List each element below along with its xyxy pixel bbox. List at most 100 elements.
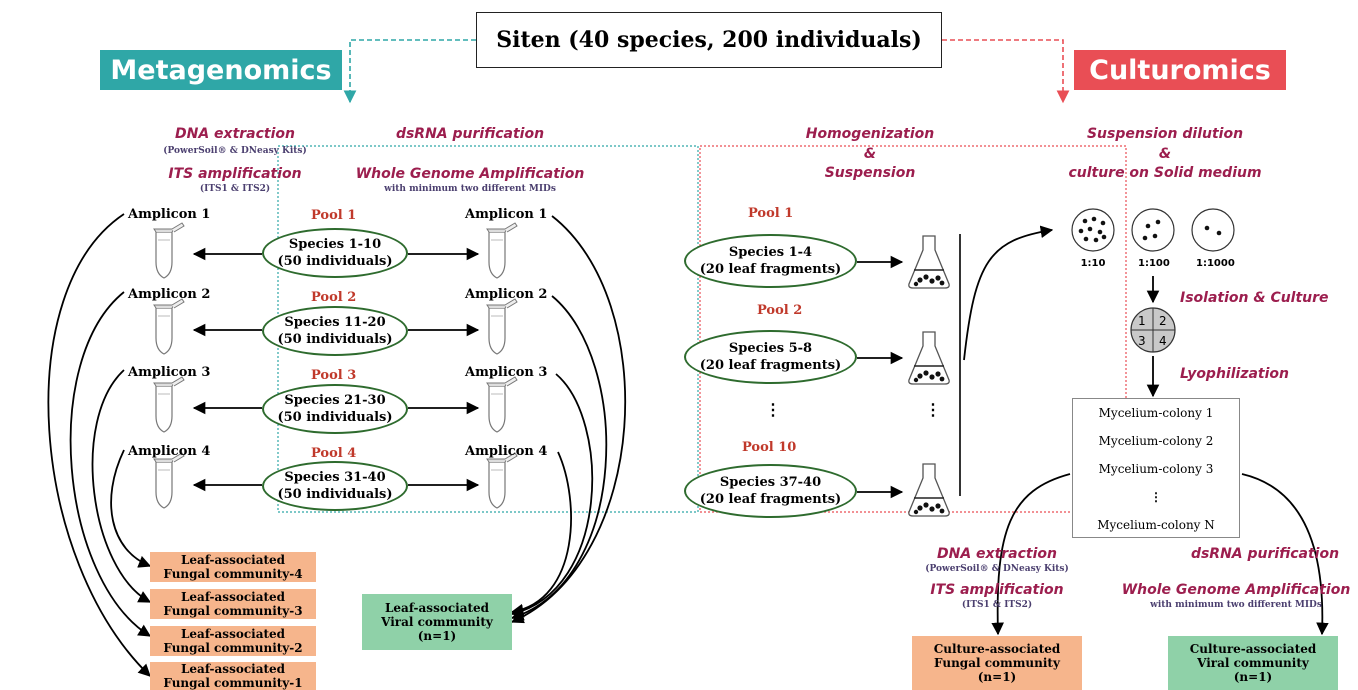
cult-pool-2: Species 5-8 (20 leaf fragments) bbox=[684, 330, 857, 384]
community-line-3: (n=1) bbox=[1233, 670, 1273, 684]
culture-solid-label: culture on Solid medium bbox=[1068, 165, 1262, 181]
meta-pool-label-1: Pool 1 bbox=[311, 208, 357, 223]
community-line-2: Fungal community-3 bbox=[163, 604, 303, 618]
left-amplicon-4: Amplicon 4 bbox=[128, 444, 211, 459]
left-amplicon-1: Amplicon 1 bbox=[128, 207, 211, 222]
community-line-3: (n=1) bbox=[417, 629, 457, 643]
meta-pool-label-2: Pool 2 bbox=[311, 290, 357, 305]
culture-viral-community: Culture-associated Viral community (n=1) bbox=[1168, 636, 1338, 690]
meta-pool-2: Species 11-20 (50 individuals) bbox=[262, 306, 408, 356]
cult-pool-count: (20 leaf fragments) bbox=[699, 358, 842, 373]
cult-wga-sub-label: with minimum two different MIDs bbox=[1150, 600, 1322, 610]
community-line-1: Leaf-associated bbox=[384, 601, 490, 615]
meta-pool-species: Species 11-20 bbox=[284, 315, 386, 330]
wga-sub-label: with minimum two different MIDs bbox=[384, 184, 556, 194]
quadrant-1: 1 bbox=[1138, 314, 1146, 328]
meta-pool-species: Species 1-10 bbox=[288, 237, 382, 252]
dna-extraction-label: DNA extraction bbox=[175, 126, 295, 142]
right-amplicon-4: Amplicon 4 bbox=[465, 444, 548, 459]
community-line-1: Leaf-associated bbox=[180, 590, 286, 604]
meta-pool-count: (50 individuals) bbox=[277, 332, 393, 347]
wga-label: Whole Genome Amplification bbox=[355, 166, 585, 182]
quadrant-4: 4 bbox=[1159, 334, 1167, 348]
colony-item-3: Mycelium-colony 3 bbox=[1098, 462, 1214, 476]
community-line-1: Leaf-associated bbox=[180, 553, 286, 567]
cult-pool-label-1: Pool 1 bbox=[748, 206, 794, 221]
right-amplicon-3: Amplicon 3 bbox=[465, 365, 548, 380]
meta-pool-count: (50 individuals) bbox=[277, 254, 393, 269]
community-line-1: Leaf-associated bbox=[180, 662, 286, 676]
community-line-2: Fungal community-1 bbox=[163, 676, 303, 690]
dilution-1-10: 1:10 bbox=[1080, 258, 1106, 269]
dsrna-purification-label: dsRNA purification bbox=[395, 126, 545, 142]
culturomics-label: Culturomics bbox=[1089, 54, 1271, 86]
dilution-1-100: 1:100 bbox=[1138, 258, 1170, 269]
lyophilization-label: Lyophilization bbox=[1180, 366, 1289, 382]
dna-kits-label: (PowerSoil® & DNeasy Kits) bbox=[163, 146, 307, 156]
homogenization-amp: & bbox=[863, 146, 877, 162]
meta-pool-4: Species 31-40 (50 individuals) bbox=[262, 461, 408, 511]
right-amplicon-1: Amplicon 1 bbox=[465, 207, 548, 222]
cult-pool-10: Species 37-40 (20 leaf fragments) bbox=[684, 464, 857, 518]
quadrant-3: 3 bbox=[1138, 334, 1146, 348]
cult-pool-1: Species 1-4 (20 leaf fragments) bbox=[684, 234, 857, 288]
suspension-label: Suspension bbox=[824, 165, 916, 181]
metagenomics-label: Metagenomics bbox=[110, 54, 332, 86]
colony-list: Mycelium-colony 1 Mycelium-colony 2 Myce… bbox=[1072, 398, 1240, 538]
colony-item-1: Mycelium-colony 1 bbox=[1098, 406, 1214, 420]
community-line-2: Fungal community bbox=[934, 656, 1060, 670]
meta-pool-3: Species 21-30 (50 individuals) bbox=[262, 384, 408, 434]
cult-pool-count: (20 leaf fragments) bbox=[699, 262, 842, 277]
suspension-dilution-label: Suspension dilution bbox=[1086, 126, 1244, 142]
its-amplification-label: ITS amplification bbox=[168, 166, 302, 182]
culture-fungal-community: Culture-associated Fungal community (n=1… bbox=[912, 636, 1082, 690]
quadrant-2: 2 bbox=[1159, 314, 1167, 328]
leaf-fungal-community-2: Leaf-associated Fungal community-2 bbox=[150, 626, 316, 656]
cult-pool-species: Species 5-8 bbox=[728, 341, 813, 356]
homogenization-label: Homogenization bbox=[805, 126, 935, 142]
meta-pool-1: Species 1-10 (50 individuals) bbox=[262, 228, 408, 278]
community-line-1: Culture-associated bbox=[933, 642, 1061, 656]
site-title-box: Siten (40 species, 200 individuals) bbox=[476, 12, 942, 68]
left-amplicon-2: Amplicon 2 bbox=[128, 287, 211, 302]
meta-pool-species: Species 31-40 bbox=[284, 470, 386, 485]
cult-dna-kits-label: (PowerSoil® & DNeasy Kits) bbox=[925, 564, 1069, 574]
colony-ellipsis: ⋮ bbox=[1150, 490, 1162, 504]
cult-its-regions-label: (ITS1 & ITS2) bbox=[961, 600, 1033, 610]
community-line-3: (n=1) bbox=[977, 670, 1017, 684]
flask-ellipsis: ⋮ bbox=[925, 400, 941, 419]
meta-pool-count: (50 individuals) bbox=[277, 410, 393, 425]
dilution-1-1000: 1:1000 bbox=[1196, 258, 1235, 269]
cult-pool-species: Species 1-4 bbox=[728, 245, 813, 260]
cult-pool-label-2: Pool 2 bbox=[757, 303, 803, 318]
community-line-2: Fungal community-2 bbox=[163, 641, 303, 655]
culturomics-region bbox=[699, 145, 1127, 513]
leaf-viral-community: Leaf-associated Viral community (n=1) bbox=[362, 594, 512, 650]
meta-pool-label-4: Pool 4 bbox=[311, 446, 357, 461]
colony-item-n: Mycelium-colony N bbox=[1097, 518, 1215, 532]
community-line-1: Leaf-associated bbox=[180, 627, 286, 641]
metagenomics-banner: Metagenomics bbox=[100, 50, 342, 90]
cult-dsrna-purification-label: dsRNA purification bbox=[1190, 546, 1340, 562]
site-title: Siten (40 species, 200 individuals) bbox=[496, 27, 922, 53]
leaf-fungal-community-1: Leaf-associated Fungal community-1 bbox=[150, 662, 316, 690]
its-regions-label: (ITS1 & ITS2) bbox=[199, 184, 271, 194]
cult-dna-extraction-label: DNA extraction bbox=[937, 546, 1057, 562]
community-line-1: Culture-associated bbox=[1189, 642, 1317, 656]
cult-pool-label-10: Pool 10 bbox=[742, 440, 797, 455]
community-line-2: Fungal community-4 bbox=[163, 567, 303, 581]
colony-item-2: Mycelium-colony 2 bbox=[1098, 434, 1214, 448]
isolation-culture-label: Isolation & Culture bbox=[1180, 290, 1329, 306]
cult-pool-count: (20 leaf fragments) bbox=[699, 492, 842, 507]
meta-pool-species: Species 21-30 bbox=[284, 393, 386, 408]
leaf-fungal-community-3: Leaf-associated Fungal community-3 bbox=[150, 589, 316, 619]
right-amplicon-2: Amplicon 2 bbox=[465, 287, 548, 302]
meta-pool-label-3: Pool 3 bbox=[311, 368, 357, 383]
cult-its-amplification-label: ITS amplification bbox=[930, 582, 1064, 598]
left-amplicon-3: Amplicon 3 bbox=[128, 365, 211, 380]
cult-pool-species: Species 37-40 bbox=[719, 475, 822, 490]
meta-pool-count: (50 individuals) bbox=[277, 487, 393, 502]
cult-pool-ellipsis: ⋮ bbox=[765, 400, 781, 419]
leaf-fungal-community-4: Leaf-associated Fungal community-4 bbox=[150, 552, 316, 582]
community-line-2: Viral community bbox=[381, 615, 493, 629]
